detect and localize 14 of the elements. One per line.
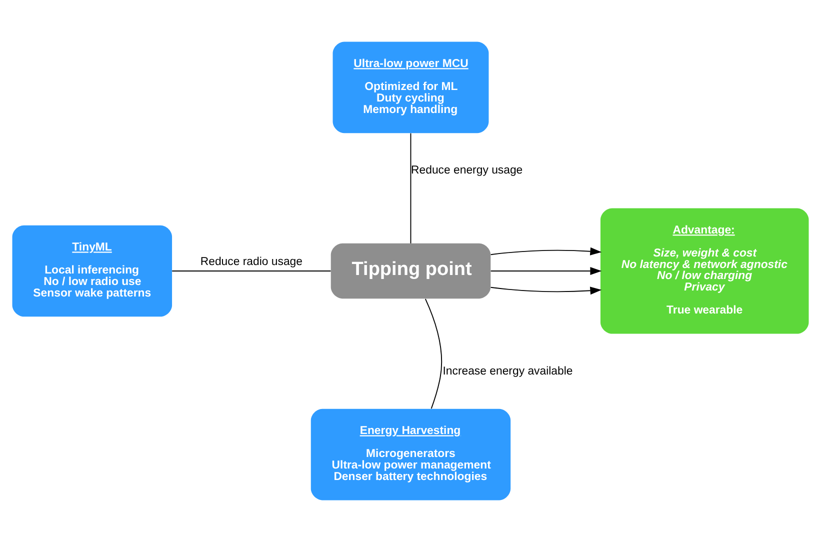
connector	[172, 270, 332, 272]
node-box: Ultra-low power MCU Optimized for ML Duty cycling Memory handling	[332, 42, 489, 134]
edge-label: Increase energy available	[442, 365, 573, 378]
arrow	[490, 286, 602, 295]
arrow	[490, 247, 602, 256]
node-box: Advantage: Size, weight & cost No latency & network agnostic No / low charging Privacy True wearable	[600, 208, 809, 334]
arrow	[490, 267, 602, 275]
node-box: Energy Harvesting Microgenerators Ultra-low power management Denser battery technologies	[310, 408, 511, 500]
node-box: TinyML Local inferencing No / low radio use Sensor wake patterns	[12, 225, 172, 317]
edge-label: Reduce energy usage	[411, 164, 523, 177]
edge-label: Reduce radio usage	[200, 256, 302, 268]
connector	[410, 132, 412, 244]
node-box: Tipping point	[330, 243, 491, 299]
connector	[424, 298, 442, 410]
